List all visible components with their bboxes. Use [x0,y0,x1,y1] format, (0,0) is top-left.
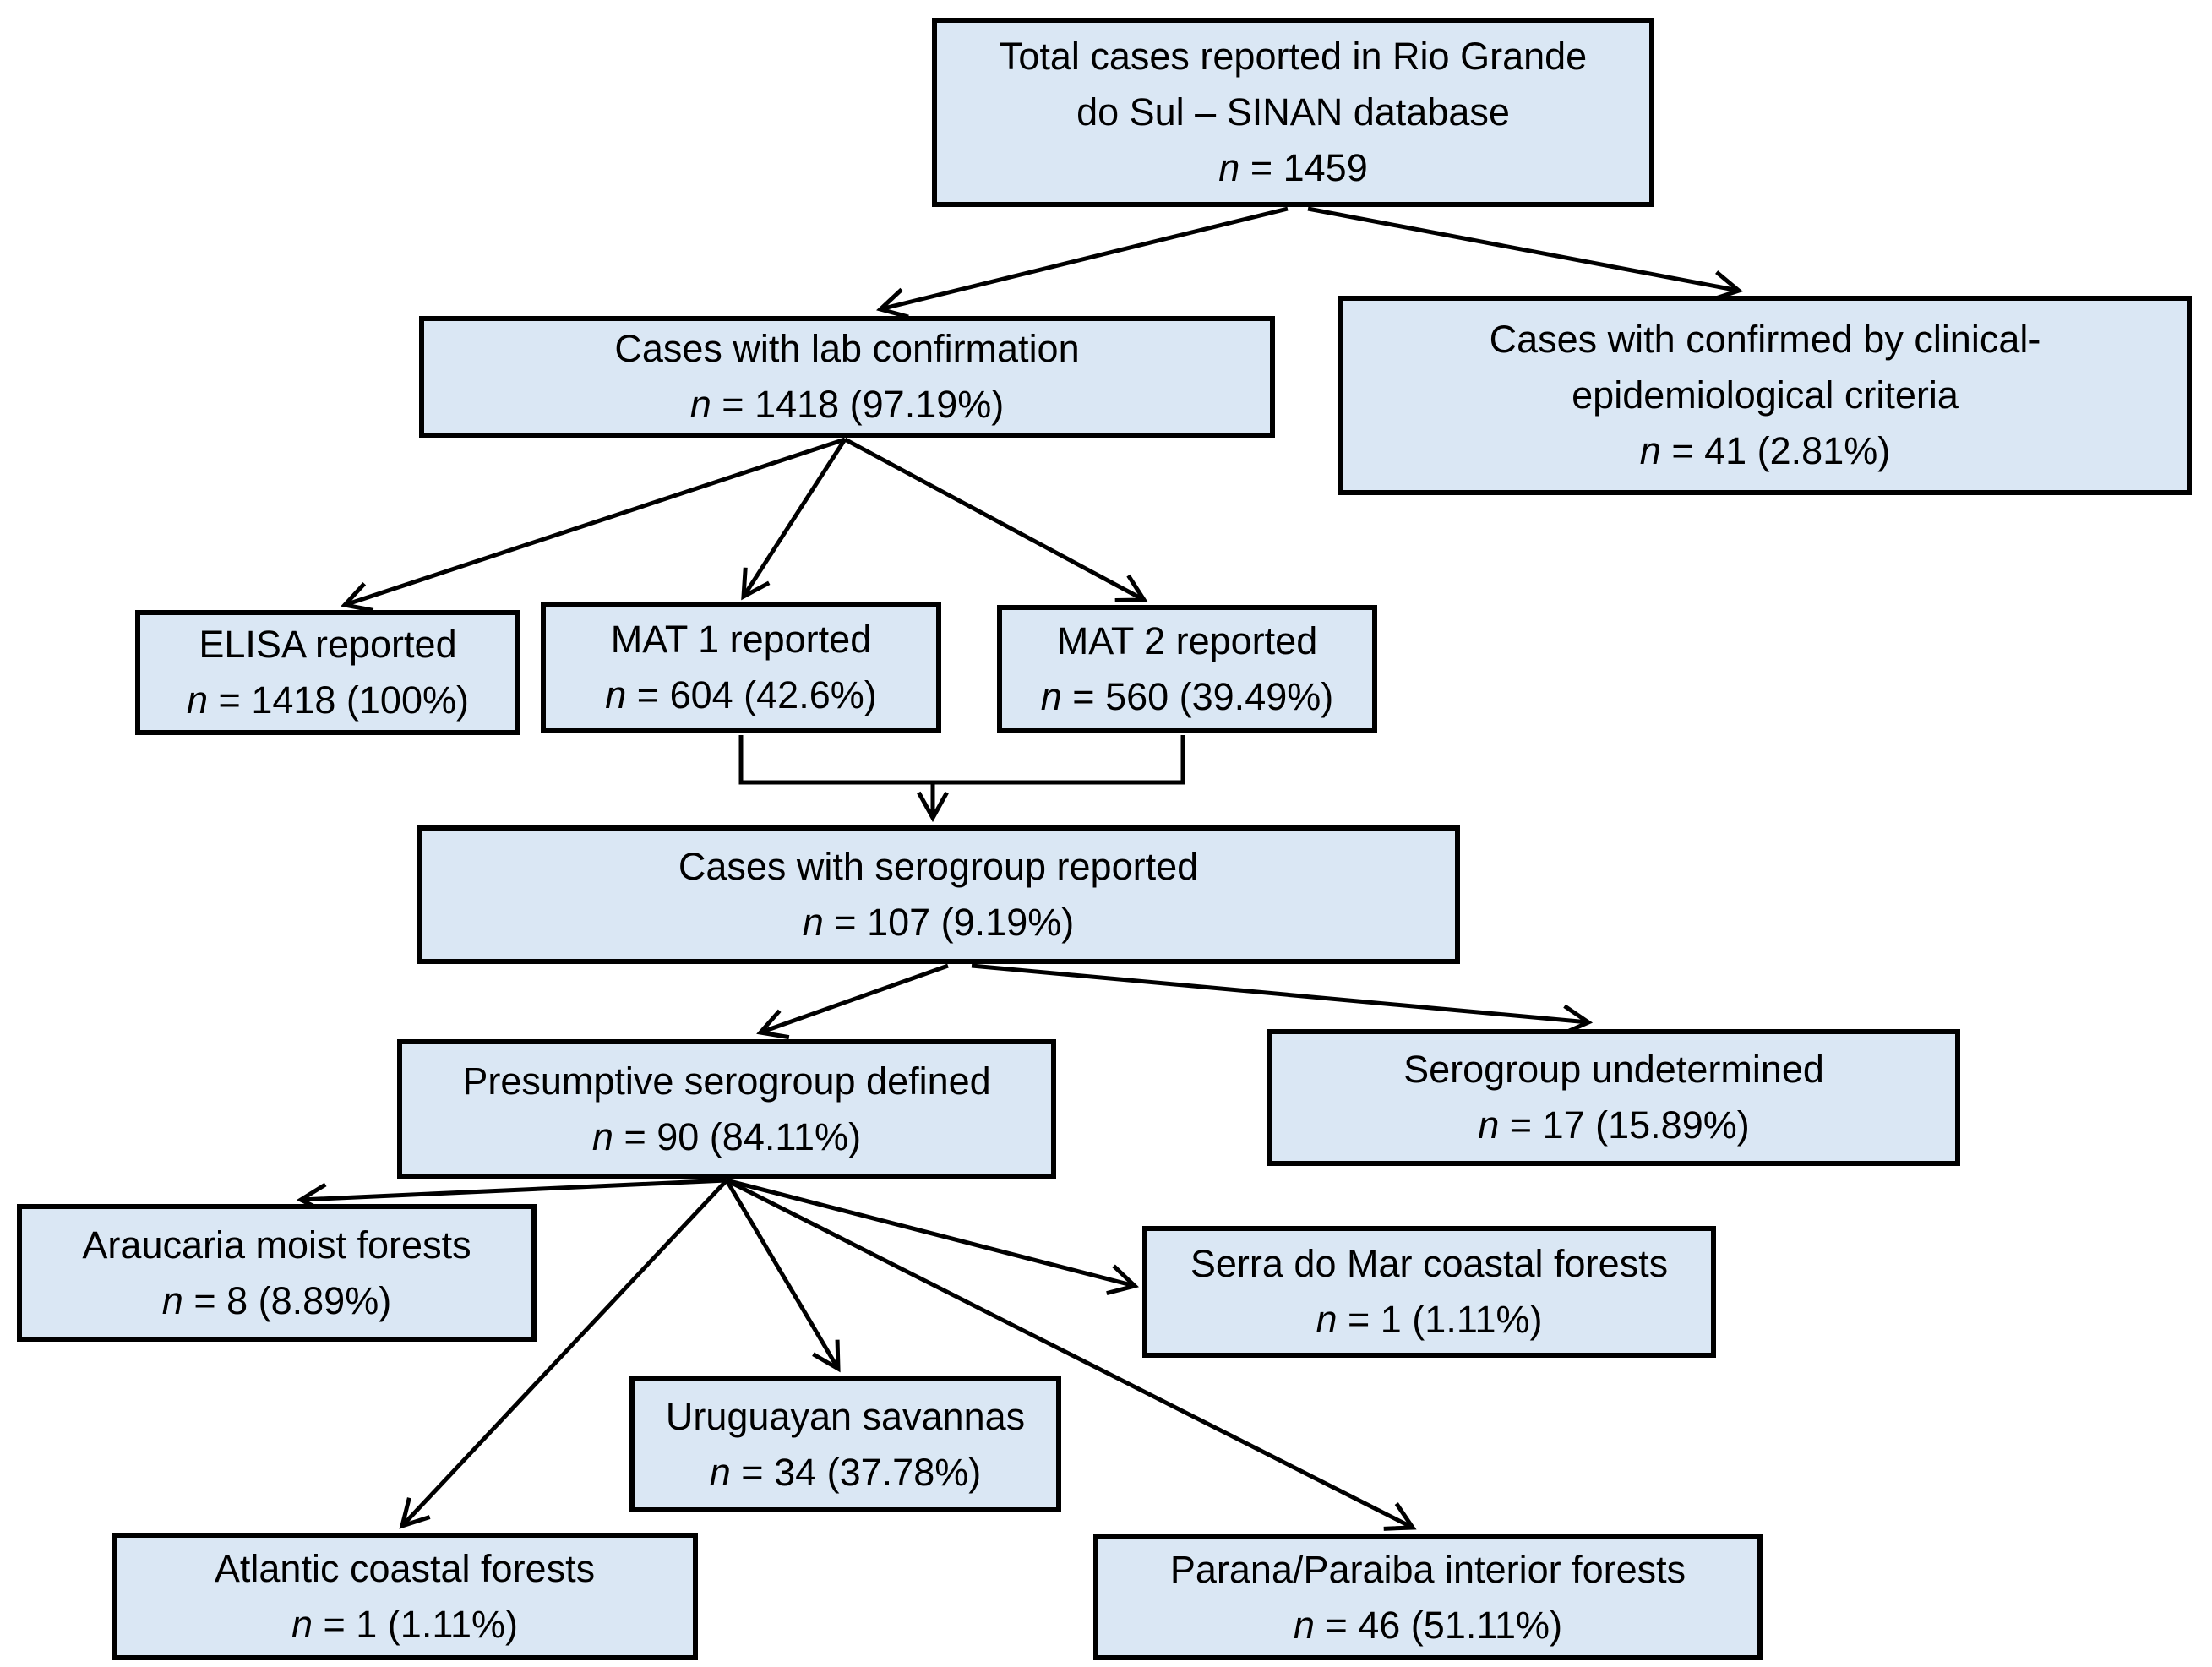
n-symbol: n [186,678,209,722]
node-serogroup-undetermined: Serogroup undetermined n = 17 (15.89%) [1267,1029,1960,1166]
n-symbol: n [802,901,824,944]
arrow-total-to-clinical [1307,206,1744,302]
n-symbol: n [689,383,711,426]
node-label-line: Uruguayan savannas [665,1394,1026,1438]
n-symbol: n [1293,1603,1315,1647]
node-stat: n = 17 (15.89%) [1478,1098,1749,1153]
stat-value: = 1 (1.11%) [1348,1298,1543,1341]
n-symbol: n [1639,429,1661,472]
stat-value: = 1 (1.11%) [323,1602,519,1646]
n-symbol: n [591,1114,613,1158]
n-symbol: n [605,673,627,716]
node-elisa-reported: ELISA reported n = 1418 (100%) [135,610,520,735]
stat-value: = 41 (2.81%) [1671,429,1891,472]
stat-value: = 1459 [1250,146,1368,189]
node-clinical-epidemiological: Cases with confirmed by clinical- epidem… [1338,296,2192,495]
node-serogroup-reported: Cases with serogroup reported n = 107 (9… [417,825,1460,964]
node-stat: n = 560 (39.49%) [1041,669,1334,725]
arrow-presumptive-to-parana [725,1178,1417,1531]
node-label-line: do Sul – SINAN database [1076,90,1510,133]
n-symbol: n [709,1450,731,1494]
stat-value: = 90 (84.11%) [624,1114,862,1158]
node-stat: n = 1 (1.11%) [1316,1292,1542,1348]
n-symbol: n [1478,1103,1500,1147]
node-stat: n = 41 (2.81%) [1640,423,1890,479]
arrow-total-to-lab [876,206,1289,319]
node-label-line: Cases with lab confirmation [614,327,1080,370]
node-label-line: Cases with serogroup reported [678,845,1199,888]
node-total-cases: Total cases reported in Rio Grande do Su… [932,18,1654,207]
arrow-serogroup-to-undetermined [971,963,1594,1037]
node-presumptive-serogroup: Presumptive serogroup defined n = 90 (84… [397,1039,1056,1179]
node-label-line: Serra do Mar coastal forests [1190,1242,1669,1285]
node-stat: n = 1418 (97.19%) [690,377,1005,433]
node-uruguayan-savannas: Uruguayan savannas n = 34 (37.78%) [629,1376,1061,1512]
node-atlantic-coastal-forests: Atlantic coastal forests n = 1 (1.11%) [112,1533,698,1660]
arrow-lab-to-mat2 [843,437,1148,602]
arrow-presumptive-to-atlantic [399,1179,728,1529]
node-stat: n = 90 (84.11%) [592,1109,861,1165]
arrow-lab-to-elisa [341,437,846,613]
node-label-line: Parana/Paraiba interior forests [1169,1547,1686,1591]
node-label-line: epidemiological criteria [1572,373,1959,417]
n-symbol: n [161,1278,183,1322]
arrow-presumptive-to-uruguayan [724,1179,841,1373]
stat-value: = 107 (9.19%) [834,901,1075,944]
node-label-line: Araucaria moist forests [82,1223,471,1267]
node-stat: n = 34 (37.78%) [710,1445,981,1501]
arrow-serogroup-to-presumptive [756,963,949,1040]
node-stat: n = 46 (51.11%) [1294,1598,1562,1653]
node-label-line: ELISA reported [199,623,457,666]
node-lab-confirmation: Cases with lab confirmation n = 1418 (97… [419,316,1275,438]
node-mat2-reported: MAT 2 reported n = 560 (39.49%) [997,605,1377,733]
n-symbol: n [291,1602,313,1646]
node-stat: n = 107 (9.19%) [803,895,1074,951]
node-stat: n = 1459 [1218,140,1367,196]
n-symbol: n [1316,1298,1338,1341]
stat-value: = 1418 (100%) [218,678,469,722]
stat-value: = 46 (51.11%) [1325,1603,1563,1647]
stat-value: = 34 (37.78%) [741,1450,982,1494]
connector-mat-join [738,735,1185,785]
node-parana-paraiba-interior-forests: Parana/Paraiba interior forests n = 46 (… [1093,1534,1763,1660]
stat-value: = 17 (15.89%) [1509,1103,1750,1147]
arrow-presumptive-to-serra [726,1178,1139,1296]
node-stat: n = 604 (42.6%) [605,667,876,723]
n-symbol: n [1218,146,1240,189]
node-serra-do-mar-coastal-forests: Serra do Mar coastal forests n = 1 (1.11… [1142,1226,1716,1358]
node-mat1-reported: MAT 1 reported n = 604 (42.6%) [541,602,941,733]
stat-value: = 604 (42.6%) [636,673,877,716]
node-label-line: Total cases reported in Rio Grande [999,35,1588,78]
node-araucaria-moist-forests: Araucaria moist forests n = 8 (8.89%) [17,1204,537,1342]
node-label-line: Presumptive serogroup defined [462,1059,991,1103]
node-stat: n = 8 (8.89%) [162,1273,391,1329]
stat-value: = 8 (8.89%) [193,1278,392,1322]
arrow-lab-to-mat1 [741,438,847,601]
stat-value: = 560 (39.49%) [1072,675,1334,718]
node-stat: n = 1 (1.11%) [291,1597,518,1653]
arrow-presumptive-to-araucaria [296,1178,727,1215]
n-symbol: n [1040,675,1062,718]
node-label-line: Serogroup undetermined [1403,1048,1824,1091]
node-label-line: Cases with confirmed by clinical- [1489,318,2041,361]
node-stat: n = 1418 (100%) [187,673,469,728]
node-label-line: MAT 1 reported [610,618,872,661]
node-label-line: Atlantic coastal forests [214,1546,596,1590]
node-label-line: MAT 2 reported [1056,619,1318,662]
stat-value: = 1418 (97.19%) [722,383,1005,426]
